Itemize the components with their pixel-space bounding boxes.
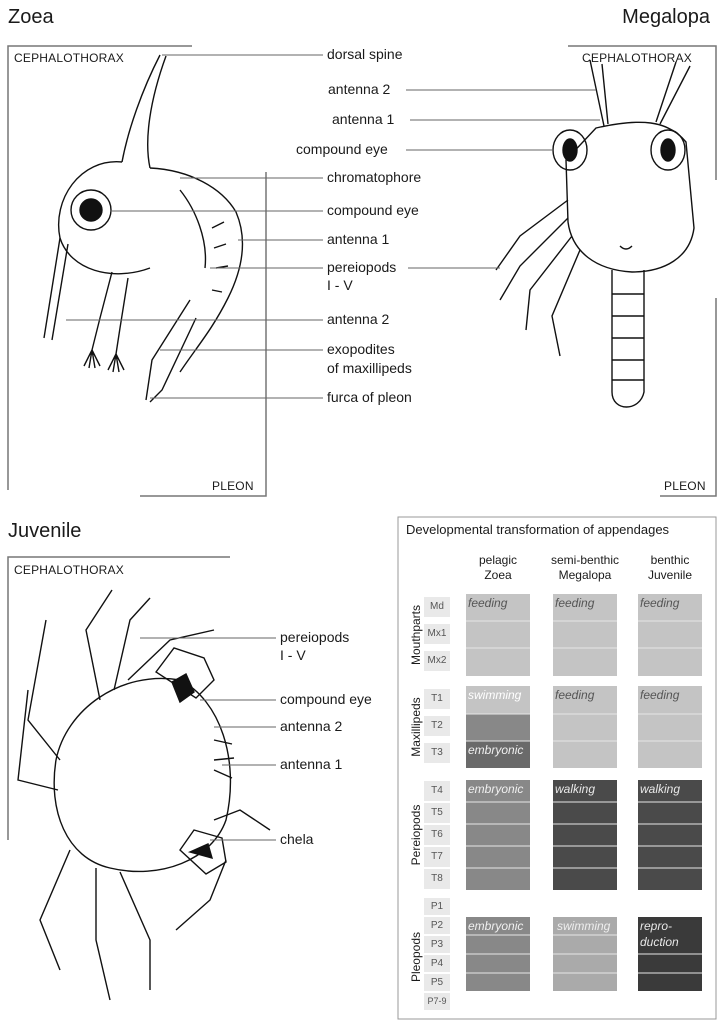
cell-mouthparts-juvenile: feeding [640,596,679,610]
cell-mouthparts-zoea: feeding [468,596,507,610]
cell-maxillipeds-zoea-top: swimming [468,688,521,702]
segment-t6: T6 [424,825,450,845]
segment-p3: P3 [424,936,450,953]
group-label-pleopods: Pleopods [409,912,425,1002]
segment-p4: P4 [424,955,450,972]
segment-t2: T2 [424,716,450,736]
group-label-mouthparts: Mouthparts [409,590,425,680]
group-label-maxillipeds: Maxillipeds [409,682,425,772]
cell-maxillipeds-megalopa: feeding [555,688,594,702]
segment-md: Md [424,597,450,617]
label-of-maxillipeds: of maxillipeds [327,360,412,376]
segment-t7: T7 [424,847,450,867]
column-juvenile-line2: Juvenile [626,568,714,583]
label-megalopa-compound-eye: compound eye [296,141,388,157]
cell-pereiopods-megalopa: walking [555,782,595,796]
label-juvenile-pereiopods-range: I - V [280,647,306,663]
segment-p2: P2 [424,917,450,934]
segment-mx1: Mx1 [424,624,450,644]
zoea-pleon-frame [140,172,266,496]
cell-pleopods-juvenile-line1: repro- [640,919,672,933]
megalopa-cephalothorax-label: CEPHALOTHORAX [582,51,692,65]
segment-t4: T4 [424,781,450,801]
cell-pereiopods-zoea: embryonic [468,782,523,796]
segment-t8: T8 [424,869,450,889]
cell-pleopods-juvenile-line2: duction [640,935,679,949]
label-zoea-compound-eye: compound eye [327,202,419,218]
zoea-cephalothorax-label: CEPHALOTHORAX [14,51,124,65]
label-megalopa-antenna-1: antenna 1 [332,111,394,127]
megalopa-title: Megalopa [622,6,710,29]
column-juvenile-line1: benthic [626,553,714,568]
zoea-pleon-label: PLEON [212,479,254,493]
cell-pereiopods-juvenile: walking [640,782,680,796]
label-furca-of-pleon: furca of pleon [327,389,412,405]
segment-p7-9: P7-9 [424,993,450,1010]
column-zoea-line2: Zoea [452,568,544,583]
megalopa-pleon-label: PLEON [664,479,706,493]
label-zoea-antenna-1: antenna 1 [327,231,389,247]
label-chromatophore: chromatophore [327,169,421,185]
label-juvenile-compound-eye: compound eye [280,691,372,707]
segment-t1: T1 [424,689,450,709]
zoea-cephalothorax-frame [8,46,192,490]
segment-p1: P1 [424,898,450,915]
segment-p5: P5 [424,974,450,991]
column-header-zoea: pelagic Zoea [452,553,544,583]
cell-pleopods-zoea: embryonic [468,919,523,933]
column-megalopa-line1: semi-benthic [535,553,635,568]
segment-mx2: Mx2 [424,651,450,671]
label-zoea-pereiopods-range: I - V [327,277,353,293]
table-title: Developmental transformation of appendag… [406,522,669,537]
cell-mouthparts-megalopa: feeding [555,596,594,610]
label-zoea-antenna-2: antenna 2 [327,311,389,327]
cell-pleopods-megalopa: swimming [557,919,610,933]
zoea-title: Zoea [8,6,54,29]
column-header-juvenile: benthic Juvenile [626,553,714,583]
group-label-pereiopods: Pereiopods [409,780,425,890]
megalopa-cephalothorax-frame [568,46,716,180]
column-zoea-line1: pelagic [452,553,544,568]
label-juvenile-pereiopods: pereiopods [280,629,349,645]
megalopa-drawing [496,60,694,407]
label-juvenile-antenna-2: antenna 2 [280,718,342,734]
column-megalopa-line2: Megalopa [535,568,635,583]
label-zoea-pereiopods: pereiopods [327,259,396,275]
juvenile-title: Juvenile [8,520,81,543]
cell-maxillipeds-juvenile: feeding [640,688,679,702]
cell-maxillipeds-zoea-bottom: embryonic [468,743,523,757]
juvenile-cephalothorax-frame [8,557,230,840]
segment-t5: T5 [424,803,450,823]
juvenile-drawing [18,590,270,1000]
label-juvenile-antenna-1: antenna 1 [280,756,342,772]
label-dorsal-spine: dorsal spine [327,46,403,62]
megalopa-pleon-frame [660,298,716,496]
label-exopodites: exopodites [327,341,395,357]
label-megalopa-antenna-2: antenna 2 [328,81,390,97]
label-chela: chela [280,831,313,847]
juvenile-cephalothorax-label: CEPHALOTHORAX [14,563,124,577]
segment-t3: T3 [424,743,450,763]
column-header-megalopa: semi-benthic Megalopa [535,553,635,583]
